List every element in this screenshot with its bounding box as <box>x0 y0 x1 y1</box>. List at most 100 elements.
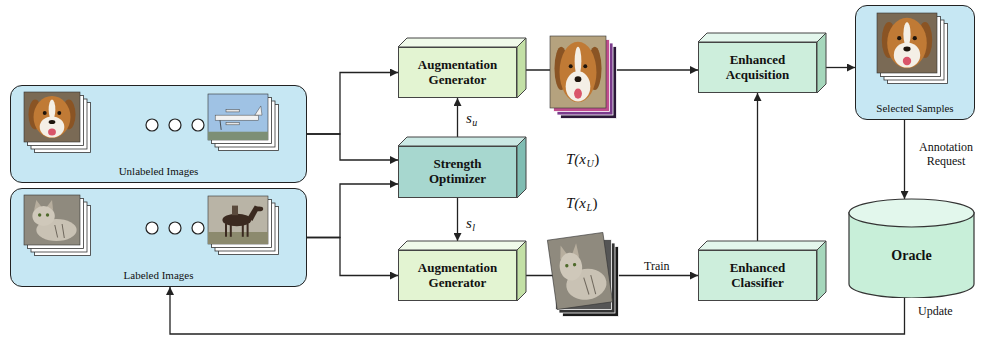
box-side-face <box>817 241 826 301</box>
drawing-rect <box>24 195 80 245</box>
module-box: Augmentation Generator <box>398 47 517 98</box>
node-text: Augmentation Generator <box>405 261 510 291</box>
drawing-ellipse <box>39 116 64 137</box>
drawing-rect <box>226 122 239 124</box>
drawing-ellipse <box>575 76 582 82</box>
box-top-face <box>398 241 526 250</box>
box-side-face <box>817 33 826 93</box>
augmented-labeled-images <box>547 232 618 316</box>
drawing-circle <box>565 264 569 268</box>
drawing-ellipse <box>903 57 911 65</box>
edge-label: Train <box>644 259 670 273</box>
drawing-circle <box>146 119 158 131</box>
drawing-circle <box>57 111 61 115</box>
node-text: Augmentation Generator <box>405 58 510 88</box>
drawing-rect <box>550 36 606 108</box>
edge-label: Annotation Request <box>912 140 980 169</box>
drawing-rect <box>877 13 937 73</box>
node-text: Oracle <box>891 248 931 264</box>
drawing-rect <box>208 131 268 139</box>
flow-arrow <box>457 98 458 137</box>
drawing-rect <box>215 115 258 120</box>
flow-arrow <box>307 184 398 238</box>
drawing-ellipse <box>574 89 582 99</box>
drawing-circle <box>912 36 916 40</box>
drawing-ellipse <box>48 128 56 135</box>
node-text: Labeled Images <box>124 269 194 282</box>
math-symbol: s <box>466 216 472 231</box>
drawing-circle <box>38 213 41 216</box>
math-symbol: T(x <box>566 196 586 211</box>
module-box: Enhanced Classifier <box>698 250 817 301</box>
drawing-ellipse <box>566 71 591 101</box>
math-symbol: l <box>472 223 475 233</box>
drawing-circle <box>569 64 573 68</box>
flow-arrow <box>307 73 398 135</box>
drawing-line <box>246 224 248 237</box>
drawing-g <box>547 232 612 309</box>
box-side-face <box>517 38 526 98</box>
flow-arrow <box>307 134 398 160</box>
drawing-circle <box>42 111 46 115</box>
drawing-ellipse <box>255 206 263 211</box>
drawing-ellipse <box>558 251 584 282</box>
box-top-face <box>398 137 526 146</box>
node-text: Strength Optimizer <box>405 157 510 187</box>
module-box: Enhanced Acquisition <box>698 42 817 93</box>
module-box: Augmentation Generator <box>398 250 517 301</box>
math-symbol: T(x <box>566 152 586 167</box>
drawing-ellipse <box>894 42 920 67</box>
drawing-rect <box>208 196 268 244</box>
math-symbol: ) <box>593 196 598 211</box>
node-text: Enhanced Classifier <box>705 261 810 291</box>
drawing-ellipse <box>33 96 70 138</box>
drawing-line <box>220 120 221 130</box>
drawing-ellipse <box>32 206 54 226</box>
drawing-rect <box>232 205 238 215</box>
drawing-line <box>62 224 64 238</box>
module-box: Strength Optimizer <box>398 146 517 198</box>
flow-arrow <box>457 198 458 241</box>
box-top-face <box>698 33 826 42</box>
drawing-line <box>230 224 232 237</box>
drawing-ellipse <box>48 120 55 124</box>
drawing-line <box>591 275 596 295</box>
drawing-line <box>242 224 244 237</box>
drawing-circle <box>46 213 49 216</box>
drawing-circle <box>146 222 158 234</box>
drawing-polygon <box>255 106 262 115</box>
node-text: Unlabeled Images <box>119 165 199 178</box>
math-symbol: u <box>472 118 477 128</box>
box-top-face <box>398 38 526 47</box>
edge-label: Update <box>918 304 953 318</box>
drawing-rect <box>226 109 239 111</box>
drawing-rect <box>208 94 268 140</box>
drawing-ellipse <box>887 18 927 68</box>
drawing-line <box>225 224 227 237</box>
node-text: Selected Samples <box>876 102 953 115</box>
drawing-line <box>584 277 589 295</box>
box-top-face <box>698 241 826 250</box>
node-text: Enhanced Acquisition <box>705 53 810 83</box>
drawing-circle <box>192 222 204 234</box>
oracle-cylinder: Oracle <box>848 198 975 298</box>
drawing-ellipse <box>849 199 974 227</box>
drawing-ellipse <box>903 46 910 51</box>
drawing-circle <box>573 263 577 267</box>
drawing-line <box>55 225 58 238</box>
drawing-rect <box>208 232 268 244</box>
drawing-circle <box>169 222 181 234</box>
augmented-unlabeled-images <box>550 36 617 119</box>
image-pool-panel: Unlabeled Images <box>10 85 307 183</box>
drawing-circle <box>169 119 181 131</box>
math-symbol: ) <box>594 152 599 167</box>
math-symbol: U <box>587 159 594 169</box>
image-pool-panel: Selected Samples <box>855 5 975 120</box>
box-side-face <box>517 137 526 198</box>
drawing-ellipse <box>560 42 597 102</box>
math-symbol: s <box>466 111 472 126</box>
box-side-face <box>517 241 526 301</box>
flow-arrow <box>904 120 905 199</box>
image-pool-panel: Labeled Images <box>10 188 307 287</box>
